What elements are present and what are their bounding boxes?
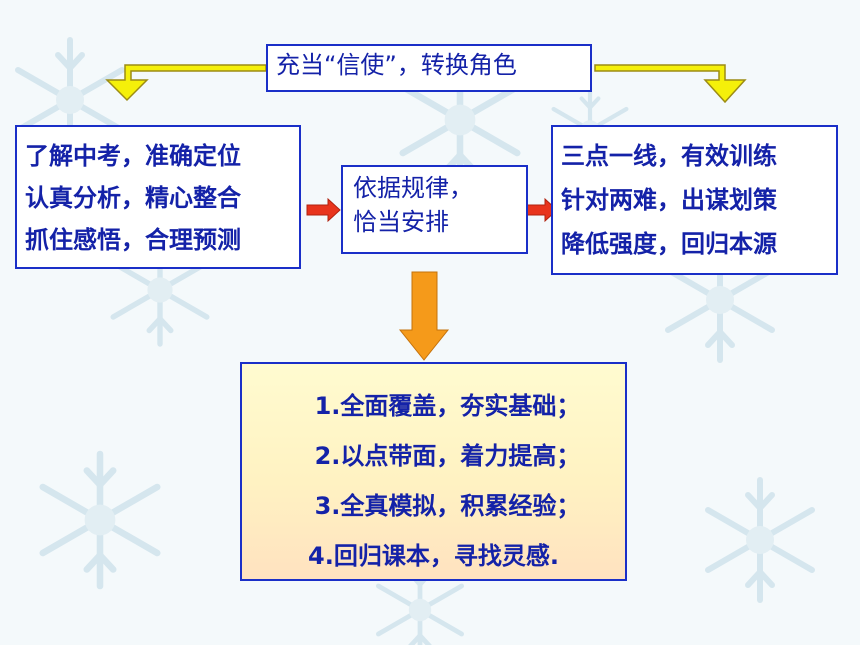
right-box-line: 降低强度，回归本源 — [561, 230, 777, 258]
bottom-box-item: 3.全真模拟，积累经验； — [314, 492, 581, 520]
top-box: 充当“信使”，转换角色 — [266, 44, 592, 92]
left-box-line: 抓住感悟，合理预测 — [25, 226, 241, 254]
bottom-box-item: 2.以点带面，着力提高； — [314, 442, 581, 470]
left-box-line: 认真分析，精心整合 — [25, 184, 241, 212]
left-box-line: 了解中考，准确定位 — [25, 142, 241, 170]
right-box-line: 三点一线，有效训练 — [561, 142, 777, 170]
center-box-line: 恰当安排 — [353, 208, 449, 236]
top-box-label: 充当“信使”，转换角色 — [276, 51, 517, 79]
yellow-bent-arrow-right — [594, 64, 747, 104]
center-box: 依据规律， 恰当安排 — [341, 165, 528, 254]
bottom-box-item: 1.全面覆盖，夯实基础； — [314, 392, 581, 420]
orange-down-arrow — [398, 271, 450, 361]
bottom-box-item: 4.回归课本，寻找灵感. — [308, 542, 559, 570]
right-box: 三点一线，有效训练 针对两难，出谋划策 降低强度，回归本源 — [551, 125, 838, 275]
bottom-box: 1.全面覆盖，夯实基础； 2.以点带面，着力提高； 3.全真模拟，积累经验； 4… — [240, 362, 627, 581]
red-arrow-left — [306, 197, 341, 223]
left-box: 了解中考，准确定位 认真分析，精心整合 抓住感悟，合理预测 — [15, 125, 301, 269]
right-box-line: 针对两难，出谋划策 — [561, 186, 777, 214]
center-box-line: 依据规律， — [353, 174, 473, 202]
yellow-bent-arrow-left — [105, 64, 267, 102]
